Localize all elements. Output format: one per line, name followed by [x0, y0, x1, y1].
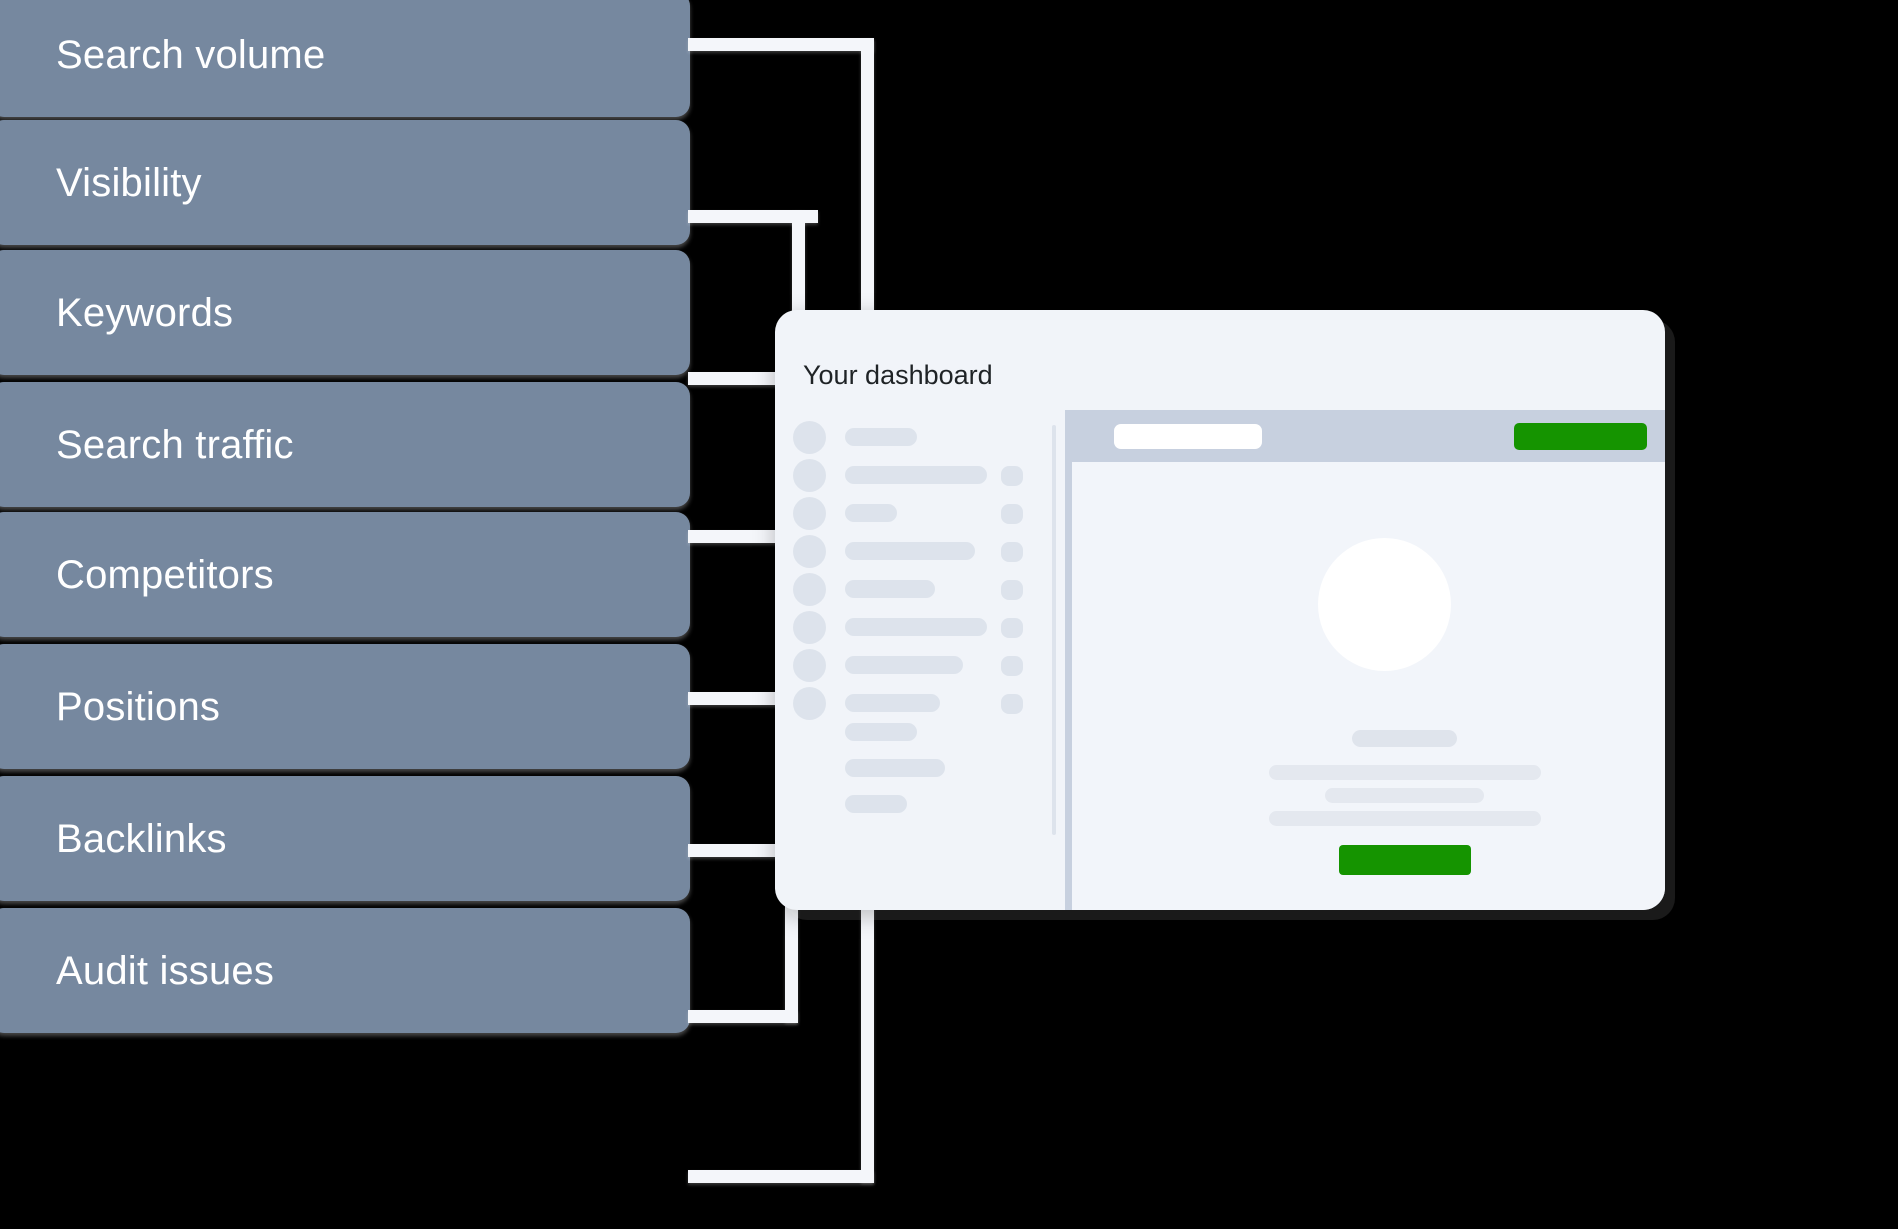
skeleton-avatar-icon: [793, 535, 826, 568]
hero-avatar-placeholder: [1318, 538, 1451, 671]
connector-backlinks-vertical: [785, 906, 798, 1022]
skeleton-avatar-icon: [793, 573, 826, 606]
metric-box-audit-issues[interactable]: Audit issues: [0, 908, 690, 1033]
skeleton-avatar-icon: [793, 497, 826, 530]
connector-backlinks-horizontal: [688, 1010, 798, 1023]
skeleton-avatar-icon: [793, 649, 826, 682]
dashboard-divider: [1052, 425, 1056, 835]
dashboard-skeleton-nav: [793, 418, 1053, 722]
skeleton-bar: [845, 580, 935, 598]
skeleton-footer-bar: [845, 795, 907, 813]
skeleton-bar: [845, 466, 987, 484]
metric-box-competitors[interactable]: Competitors: [0, 512, 690, 637]
skeleton-nav-row: [793, 608, 1053, 646]
skeleton-bar: [845, 542, 975, 560]
metric-label: Competitors: [56, 552, 274, 597]
skeleton-avatar-icon: [793, 459, 826, 492]
connector-audit-issues-vertical: [861, 906, 874, 1182]
browser-url-field[interactable]: [1114, 424, 1262, 449]
skeleton-pill: [1001, 580, 1023, 600]
skeleton-pill: [1001, 466, 1023, 486]
skeleton-avatar-icon: [793, 687, 826, 720]
skeleton-pill: [1001, 656, 1023, 676]
connector-search-traffic-horizontal: [688, 530, 798, 543]
connector-visibility-vertical: [792, 210, 805, 315]
primary-cta-bottom-button[interactable]: [1339, 845, 1471, 875]
metric-label: Search traffic: [56, 422, 294, 467]
hero-text-line: [1325, 788, 1484, 803]
metric-box-backlinks[interactable]: Backlinks: [0, 776, 690, 901]
connector-search-volume-horizontal: [688, 38, 874, 51]
skeleton-footer-bar: [845, 723, 917, 741]
skeleton-avatar-icon: [793, 611, 826, 644]
metric-box-search-traffic[interactable]: Search traffic: [0, 382, 690, 507]
hero-text-line: [1269, 765, 1541, 780]
dashboard-card: Your dashboard: [775, 310, 1665, 910]
skeleton-nav-row: [793, 532, 1053, 570]
skeleton-pill: [1001, 694, 1023, 714]
skeleton-bar: [845, 504, 897, 522]
metric-label: Search volume: [56, 32, 326, 77]
skeleton-nav-row: [793, 684, 1053, 722]
hero-text-line: [1269, 811, 1541, 826]
skeleton-nav-row: [793, 494, 1053, 532]
skeleton-nav-row: [793, 456, 1053, 494]
connector-keywords-horizontal: [688, 372, 798, 385]
connector-visibility-horizontal: [688, 210, 818, 223]
primary-cta-top-button[interactable]: [1514, 423, 1647, 450]
metric-box-positions[interactable]: Positions: [0, 644, 690, 769]
skeleton-pill: [1001, 618, 1023, 638]
skeleton-bar: [845, 428, 917, 446]
connector-competitors-horizontal: [688, 692, 798, 705]
skeleton-pill: [1001, 504, 1023, 524]
metric-label: Audit issues: [56, 948, 275, 993]
metric-label: Keywords: [56, 290, 234, 335]
metric-label: Positions: [56, 684, 221, 729]
skeleton-bar: [845, 656, 963, 674]
metric-box-search-volume[interactable]: Search volume: [0, 0, 690, 117]
skeleton-avatar-icon: [793, 421, 826, 454]
browser-preview: [1065, 410, 1665, 910]
metric-label: Backlinks: [56, 816, 227, 861]
metric-box-keywords[interactable]: Keywords: [0, 250, 690, 375]
skeleton-nav-row: [793, 646, 1053, 684]
skeleton-bar: [845, 694, 940, 712]
skeleton-nav-row: [793, 570, 1053, 608]
skeleton-bar: [845, 618, 987, 636]
browser-toolbar: [1072, 410, 1665, 462]
skeleton-pill: [1001, 542, 1023, 562]
dashboard-title: Your dashboard: [803, 360, 993, 390]
skeleton-footer-bar: [845, 759, 945, 777]
connector-audit-issues-horizontal: [688, 1170, 874, 1183]
skeleton-nav-row: [793, 418, 1053, 456]
hero-heading-placeholder: [1352, 730, 1457, 747]
metric-box-visibility[interactable]: Visibility: [0, 120, 690, 245]
metric-label: Visibility: [56, 160, 202, 205]
connector-search-volume-vertical: [861, 38, 874, 313]
